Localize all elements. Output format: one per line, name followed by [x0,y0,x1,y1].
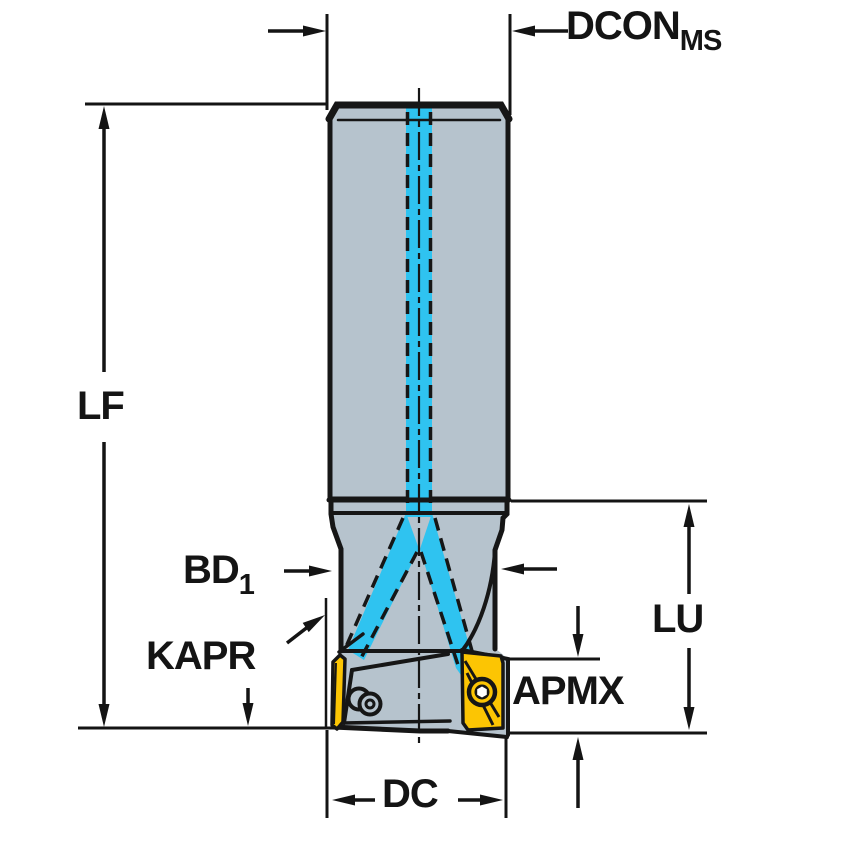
label-dcon: DCONMS [566,4,722,57]
screw-side-icon [346,686,383,717]
label-dc-main: DC [382,772,439,816]
insert-left-facet-line [333,662,337,725]
flute-curve [460,549,497,653]
dim-bd1 [284,563,557,577]
apmx-arrowhead-down [572,634,584,657]
left-gash-line [337,632,365,654]
screw-face-icon [466,676,498,708]
label-lf-main: LF [77,384,125,428]
bd1-arrowhead-left [309,565,332,577]
label-kapr: KAPR [146,634,256,678]
dim-lu [508,499,707,735]
dcon-arrowhead-left [303,25,326,37]
neck-left-edge [328,496,344,654]
screw-hex-socket-icon [477,686,487,698]
dim-dc [325,730,508,818]
label-dc: DC [382,772,439,816]
label-lf: LF [77,384,125,428]
dimension-annotations [78,14,707,818]
coolant-channel-left-branch [348,513,419,660]
kapr-arrowhead [302,615,325,633]
label-bd1: BD1 [183,548,255,601]
coolant-branch-right-outer-dashed [433,517,474,652]
label-lu: LU [652,597,704,641]
apmx-arrowhead-up [572,737,584,760]
dim-dcon [268,14,568,115]
lf-arrowhead-up [98,106,110,129]
dcon-arrowhead-right [512,25,535,37]
lu-arrowhead-up [683,504,695,527]
label-lu-main: LU [652,597,704,641]
label-apmx: APMX [512,669,625,713]
kapr-arrow-shaft [285,624,311,645]
dim-kapr [242,598,328,728]
label-dcon-sub: MS [679,25,722,57]
bd1-arrowhead-right [501,563,524,575]
label-bd1-sub: 1 [238,569,255,601]
pocket-top-line [350,652,450,672]
dc-arrowhead-left [332,794,355,806]
dim-apmx [508,606,600,808]
cutting-inserts [330,650,505,732]
coolant-channel-right-branch [420,513,471,678]
label-apmx-main: APMX [512,669,625,713]
hidden-lines [343,88,474,748]
kapr-floor-arrowhead [242,703,254,726]
head-bottom-right-edge [446,729,509,739]
lf-arrowhead-down [98,704,110,727]
coolant-branch-left-outer-dashed [343,517,405,650]
dim-lf [78,102,338,730]
label-kapr-main: KAPR [146,634,256,678]
screw-side-center [364,698,376,710]
dc-arrowhead-right [480,794,503,806]
label-bd1-main: BD [183,548,240,592]
lu-arrowhead-down [683,707,695,730]
label-dcon-main: DCON [566,4,681,48]
pocket-bottom-line [342,719,452,725]
